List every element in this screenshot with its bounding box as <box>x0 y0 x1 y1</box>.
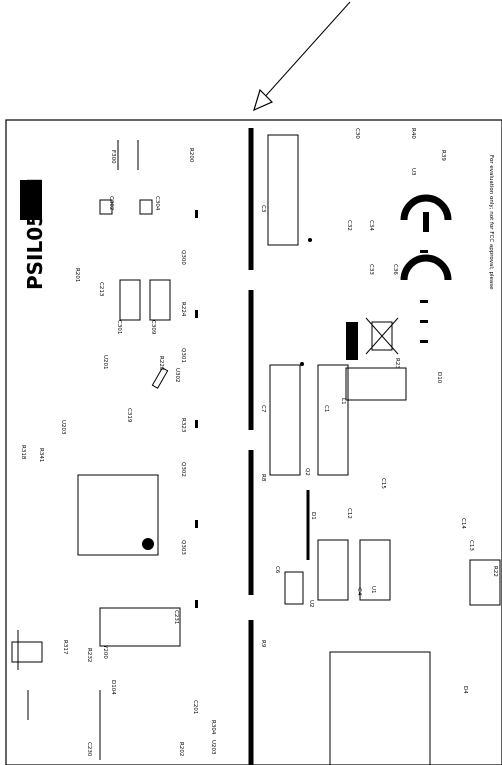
label-c33: C33 <box>368 264 374 275</box>
label-r8: R8 <box>260 474 266 482</box>
label-r323: R323 <box>180 418 186 433</box>
label-r200: R200 <box>188 148 194 163</box>
label-r9: R9 <box>260 640 266 648</box>
label-q300: Q300 <box>180 250 186 265</box>
label-c213: C213 <box>98 282 104 297</box>
label-f300: F300 <box>110 150 116 164</box>
crystal-y200 <box>99 607 181 647</box>
label-r202: R202 <box>178 742 184 756</box>
label-c30: C30 <box>354 128 360 139</box>
label-c230: C230 <box>86 742 92 757</box>
part-number-block <box>20 180 42 220</box>
label-d4: D4 <box>462 686 468 694</box>
label-c3: C3 <box>260 205 266 213</box>
label-d104: D104 <box>110 680 116 695</box>
label-r341: R341 <box>38 448 44 462</box>
recycle-bin-icon <box>346 317 399 360</box>
connector-outline <box>329 651 431 765</box>
label-c7: C7 <box>260 405 266 413</box>
label-c36: C36 <box>392 264 398 275</box>
label-u203: U203 <box>60 420 66 435</box>
label-u201: U201 <box>102 355 108 370</box>
label-l1: L1 <box>340 398 346 405</box>
label-c301: C301 <box>116 320 122 334</box>
label-c201: C201 <box>192 700 198 714</box>
label-r228: R228 <box>158 356 164 371</box>
label-r232: R232 <box>86 648 92 662</box>
orientation-arrow <box>253 1 351 112</box>
label-c14: C14 <box>460 518 466 529</box>
label-c4: C4 <box>356 588 362 596</box>
label-c302: C302 <box>108 196 114 210</box>
label-c6: C6 <box>274 566 280 574</box>
label-u203b: U203 <box>210 740 216 755</box>
label-d10: D10 <box>436 372 442 384</box>
label-q2: Q2 <box>304 468 310 476</box>
label-q302: Q302 <box>180 462 186 477</box>
label-r201: R201 <box>74 268 80 282</box>
label-c12: C12 <box>346 508 352 519</box>
main-ic <box>77 474 159 556</box>
label-c309: C309 <box>150 320 156 335</box>
component-outlines <box>11 134 501 760</box>
board-outline <box>5 119 502 765</box>
label-r317: R317 <box>62 640 68 655</box>
label-c15: C15 <box>380 478 386 489</box>
label-c13: C13 <box>468 540 474 551</box>
label-r224: R224 <box>180 302 186 317</box>
label-r23: R23 <box>394 358 400 369</box>
label-r39: R39 <box>440 150 446 161</box>
label-r304: R304 <box>210 720 216 735</box>
ce-mark-icon <box>400 194 452 281</box>
label-u3: U3 <box>410 168 416 176</box>
label-c32: C32 <box>346 220 352 231</box>
label-y200: Y200 <box>102 644 108 659</box>
label-c34: C34 <box>368 220 374 231</box>
label-u302: U302 <box>174 368 180 383</box>
label-c1: C1 <box>323 405 329 412</box>
label-q301: Q301 <box>180 348 186 363</box>
label-r22: R22 <box>492 566 498 577</box>
label-d1: D1 <box>310 512 316 520</box>
component-labels: C230 R202 C231 D104 Y200 U203 R318 U201 … <box>20 128 498 757</box>
label-r318: R318 <box>20 445 26 460</box>
label-q303: Q303 <box>180 540 186 555</box>
solder-pads <box>195 210 428 608</box>
label-c319: C319 <box>126 408 132 423</box>
label-r40: R40 <box>410 128 416 139</box>
label-u1: U1 <box>370 586 376 594</box>
label-c231: C231 <box>173 610 179 624</box>
label-c304: C304 <box>154 196 160 211</box>
label-u2: U2 <box>308 600 314 608</box>
evaluation-notice: For evaluation only; not for FCC approva… <box>488 155 494 290</box>
